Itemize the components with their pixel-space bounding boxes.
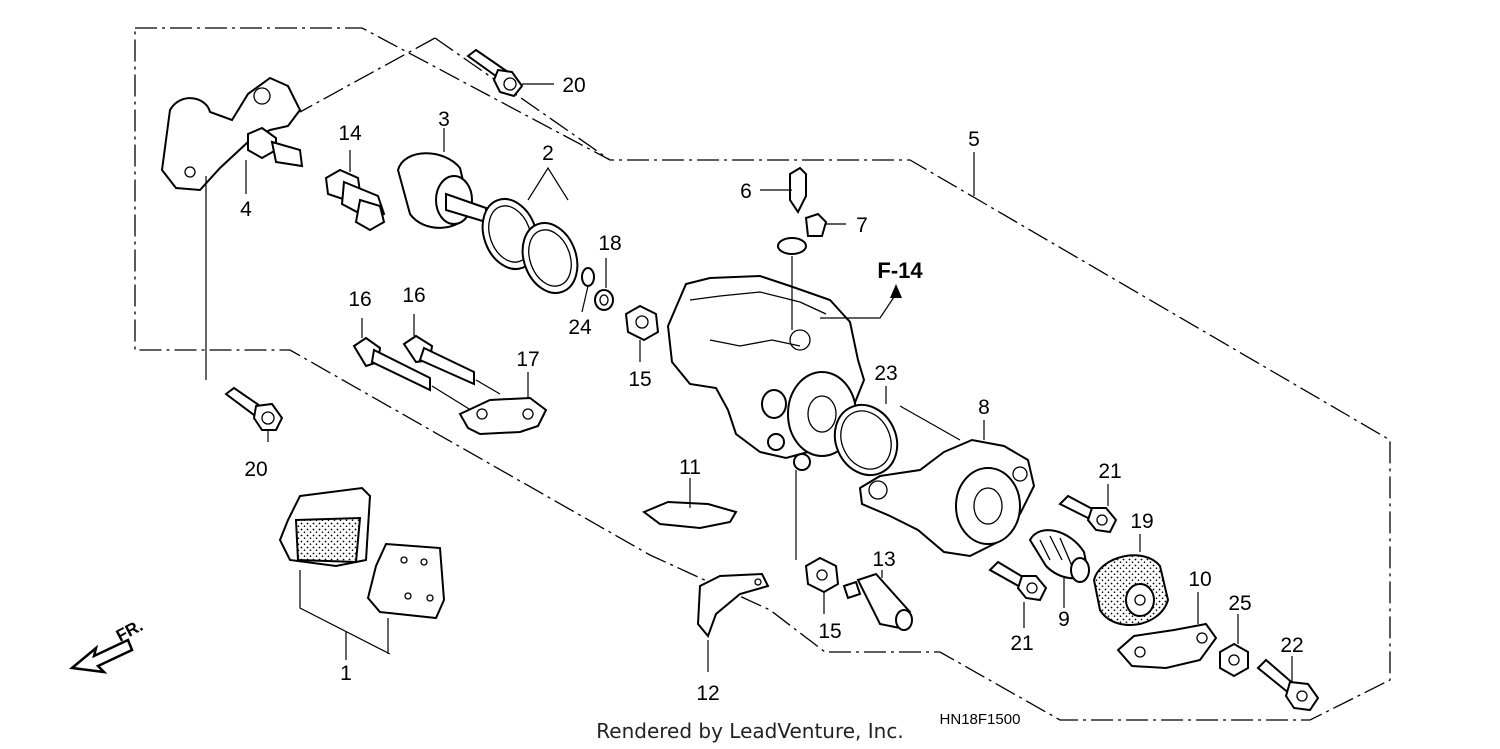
callout-21-lower: 21	[1010, 632, 1033, 655]
callout-6: 6	[740, 180, 752, 203]
callout-18: 18	[598, 232, 621, 255]
callout-14: 14	[338, 122, 362, 145]
callout-12: 12	[696, 682, 719, 705]
part-15-upper-nut	[624, 304, 660, 362]
part-21-upper-bolt	[1058, 484, 1118, 534]
part-22-bolt	[1256, 656, 1320, 712]
part-15-lower-nut	[795, 470, 840, 614]
part-24-18-washers	[581, 258, 614, 313]
callout-16-left: 16	[348, 288, 371, 311]
part-13-guide-pin	[842, 570, 913, 631]
callout-7: 7	[856, 214, 868, 237]
part-14-slide-pin	[324, 150, 386, 232]
front-direction-arrow: FR.	[68, 616, 146, 674]
callout-19: 19	[1130, 510, 1153, 533]
callout-9: 9	[1058, 608, 1070, 631]
callout-1: 1	[340, 662, 352, 685]
callout-15-lower: 15	[818, 620, 841, 643]
part-6-bleeder	[760, 166, 807, 214]
part-21-lower-bolt	[988, 560, 1048, 628]
part-4-bracket	[160, 76, 304, 194]
part-16-bolts	[352, 314, 501, 413]
callout-8: 8	[978, 396, 990, 419]
callout-22: 22	[1280, 634, 1303, 657]
render-credit: Rendered by LeadVenture, Inc.	[596, 719, 903, 743]
part-3-piston	[396, 128, 487, 229]
callout-5: 5	[968, 128, 980, 151]
callout-11: 11	[679, 456, 701, 479]
callout-25: 25	[1228, 592, 1251, 615]
callout-20-top: 20	[562, 74, 585, 97]
assembly-boundary	[134, 27, 1391, 721]
callout-15-upper: 15	[628, 368, 651, 391]
part-2-seals	[481, 166, 579, 294]
part-20-top-bolt	[466, 48, 554, 98]
callout-4: 4	[240, 198, 252, 221]
part-9-boot	[1028, 529, 1090, 608]
drawing-code: HN18F1500	[940, 711, 1021, 728]
callout-17: 17	[516, 348, 539, 371]
callout-24: 24	[568, 316, 592, 339]
part-19-piston-cap	[1092, 534, 1170, 626]
callout-2: 2	[542, 142, 554, 165]
part-7-bleeder-cap	[777, 212, 846, 255]
part-11-pad-spring	[642, 478, 738, 530]
callout-23: 23	[874, 362, 897, 385]
callout-3: 3	[438, 108, 450, 131]
part-25-nut	[1219, 614, 1249, 678]
part-20-lower-bolt	[205, 176, 284, 442]
reference-label-f14: F-14	[877, 258, 923, 283]
callout-16-right: 16	[402, 284, 425, 307]
callout-20-bottom: 20	[244, 458, 267, 481]
callout-13: 13	[872, 548, 895, 571]
part-12-bracket-clip	[696, 572, 770, 672]
front-direction-label: FR.	[113, 616, 146, 646]
part-23-oring	[833, 386, 899, 477]
part-1-brake-pads	[278, 486, 446, 660]
callout-21-upper: 21	[1098, 460, 1121, 483]
callout-10: 10	[1188, 568, 1211, 591]
part-8-housing	[858, 405, 1036, 558]
part-10-plate	[1116, 592, 1218, 670]
part-17-clip	[458, 372, 548, 436]
